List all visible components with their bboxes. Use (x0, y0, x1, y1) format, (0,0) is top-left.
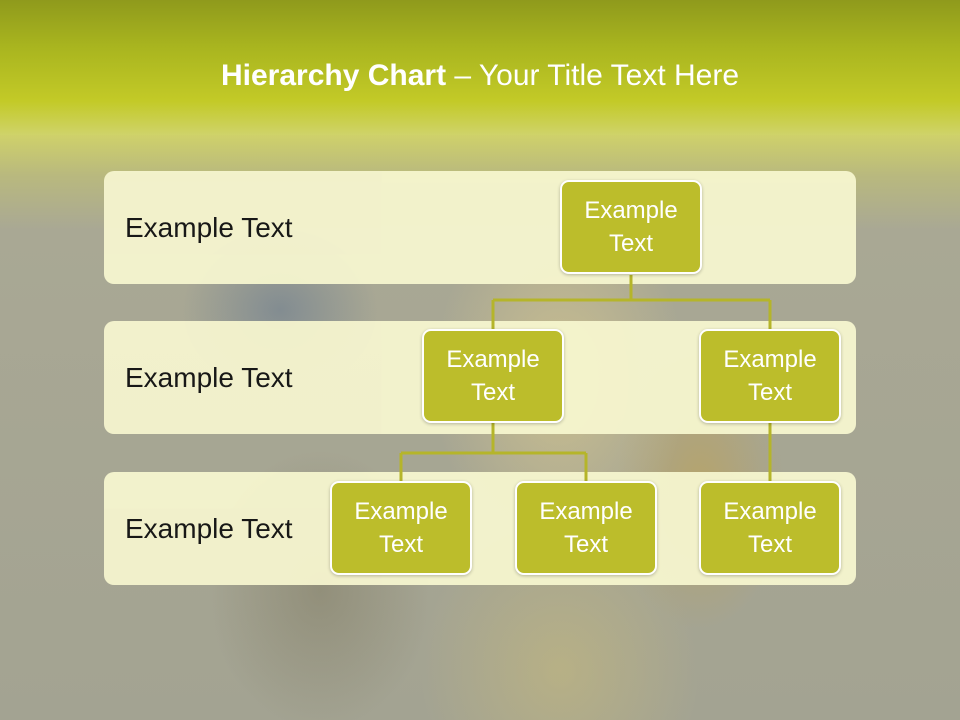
level-label-3: Example Text (125, 513, 293, 544)
level-label-2: Example Text (125, 362, 293, 393)
title-banner (0, 0, 960, 135)
title-dash: – (446, 59, 479, 92)
title-rest: Your Title Text Here (478, 59, 740, 92)
level-label-1: Example Text (125, 212, 293, 243)
level-band-1: Example Text (104, 171, 856, 284)
title-bold-part: Hierarchy Chart (220, 59, 447, 92)
slide-title: Hierarchy Chart – Your Title Text Here (0, 56, 960, 96)
